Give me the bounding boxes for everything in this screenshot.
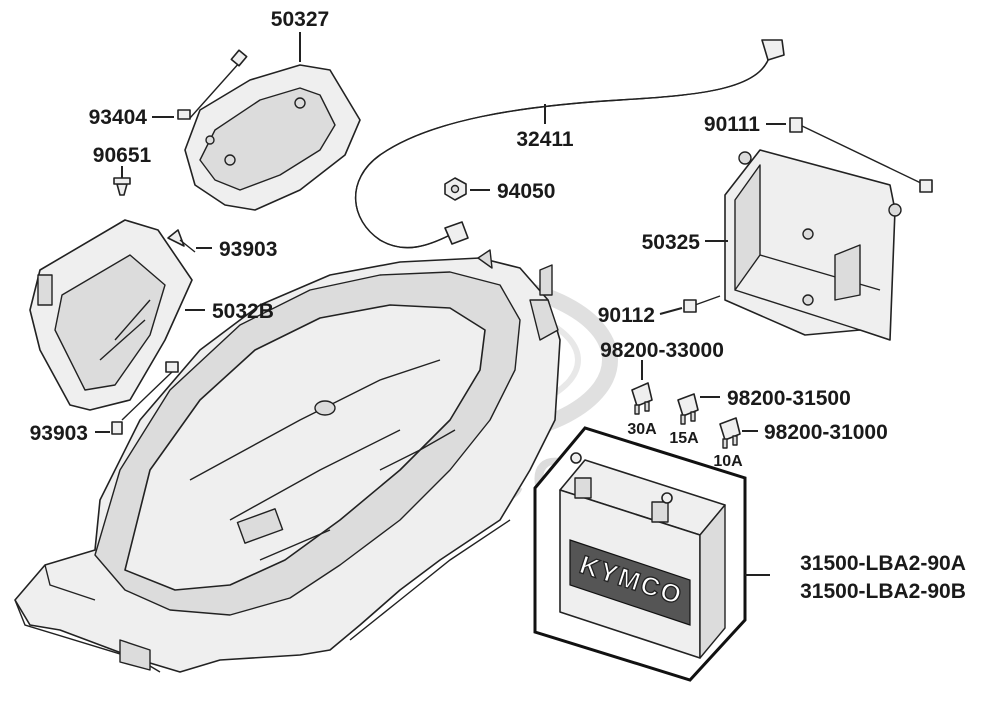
label-50325: 50325: [642, 231, 701, 254]
fuse-label-30a: 30A: [627, 421, 657, 438]
leader-lines: [95, 32, 786, 576]
fuse-10a: [719, 417, 741, 449]
label-50327: 50327: [271, 8, 329, 31]
label-98200-31500: 98200-31500: [727, 387, 851, 410]
fuse-label-15a: 15A: [669, 430, 699, 447]
battery-31500: KYMCO: [533, 426, 747, 682]
battery-cover-50327: [184, 64, 361, 211]
cable-32411: [354, 39, 785, 249]
bolt-90112: [683, 295, 721, 313]
label-94050: 94050: [497, 180, 555, 203]
label-93903-top: 93903: [219, 238, 277, 261]
fuse-label-10a: 10A: [713, 453, 743, 470]
label-31500-LBA2-90B: 31500-LBA2-90B: [800, 580, 966, 603]
label-98200-33000: 98200-33000: [600, 339, 724, 362]
fuse-30a: [631, 382, 653, 415]
label-90111: 90111: [704, 113, 760, 136]
label-90651: 90651: [93, 144, 152, 167]
label-93903-bottom: 93903: [30, 422, 88, 445]
nut-94050: [444, 177, 467, 201]
bolt-93404: [177, 49, 248, 120]
label-98200-31000: 98200-31000: [764, 421, 888, 444]
label-31500-LBA2-90A: 31500-LBA2-90A: [800, 552, 966, 575]
side-cover-5032B: [29, 219, 193, 411]
label-90112: 90112: [598, 304, 655, 327]
fuse-15a: [677, 393, 699, 425]
storage-box-body: [14, 249, 561, 673]
screw-93903-top: [167, 229, 196, 253]
screw-90651: [113, 177, 131, 196]
label-5032B: 5032B: [212, 300, 274, 323]
bolt-90111: [789, 117, 933, 193]
label-32411: 32411: [516, 128, 574, 151]
battery-case-50325: [724, 149, 902, 341]
screw-93903-bottom: [111, 361, 179, 435]
label-93404: 93404: [89, 106, 148, 129]
